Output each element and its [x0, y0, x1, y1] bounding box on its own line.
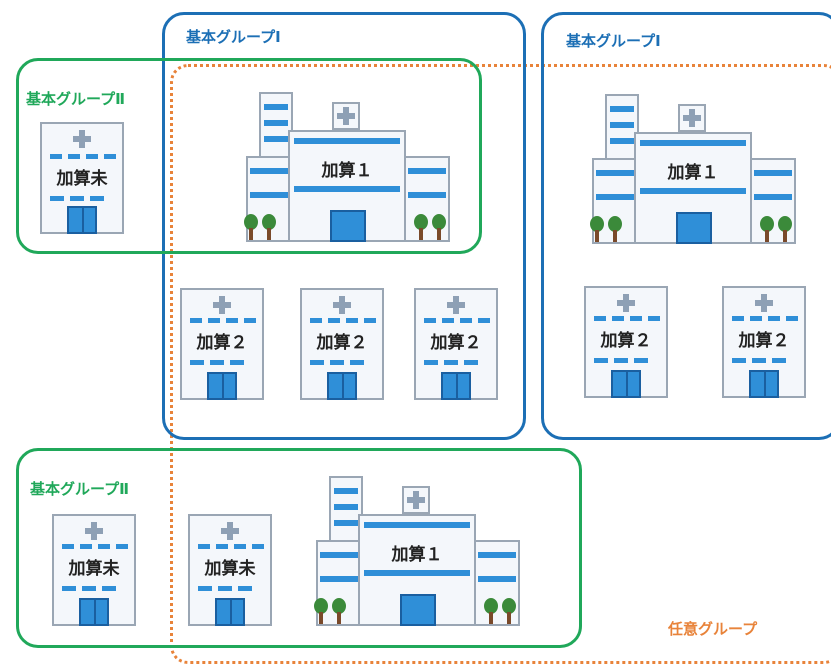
tree-icon [432, 214, 446, 240]
hospital-label: 加算２ [600, 331, 652, 351]
basic-group-2-top-label: 基本グループⅡ [26, 90, 125, 108]
hospital-sign [678, 104, 706, 132]
hospital-label: 加算未 [68, 559, 120, 579]
arbitrary-group-label: 任意グループ [668, 620, 758, 638]
hospital-cross-icon [683, 109, 701, 127]
tree-icon [608, 216, 622, 242]
tree-icon [314, 598, 328, 624]
hospital-sign [402, 486, 430, 514]
tree-icon [778, 216, 792, 242]
tree-icon [414, 214, 428, 240]
hospital-label: 加算２ [430, 333, 482, 353]
hospital-large: 加算１ [244, 82, 450, 242]
hospital-cross-icon [221, 522, 239, 540]
hospital-cross-icon [337, 107, 355, 125]
basic-group-1-left-label: 基本グループⅠ [186, 28, 281, 46]
hospital-label: 加算２ [738, 331, 790, 351]
tree-icon [484, 598, 498, 624]
tree-icon [244, 214, 258, 240]
tree-icon [332, 598, 346, 624]
hospital-label: 加算１ [667, 163, 719, 183]
hospital-large: 加算１ [590, 84, 796, 244]
hospital-cross-icon [407, 491, 425, 509]
basic-group-2-bottom-frame [16, 448, 582, 648]
hospital-label: 加算未 [204, 559, 256, 579]
hospital-cross-icon [85, 522, 103, 540]
basic-group-1-left-frame [162, 12, 526, 440]
basic-group-1-right-label: 基本グループⅠ [566, 32, 661, 50]
tree-icon [262, 214, 276, 240]
hospital-cross-icon [213, 296, 231, 314]
hospital-cross-icon [73, 130, 91, 148]
hospital-cross-icon [333, 296, 351, 314]
basic-group-1-right-frame [541, 12, 831, 440]
hospital-cross-icon [447, 296, 465, 314]
tree-icon [590, 216, 604, 242]
hospital-sign [332, 102, 360, 130]
hospital-label: 加算１ [391, 545, 443, 565]
hospital-cross-icon [617, 294, 635, 312]
tree-icon [760, 216, 774, 242]
hospital-label: 加算１ [321, 161, 373, 181]
tree-icon [502, 598, 516, 624]
basic-group-2-top-frame [16, 58, 482, 254]
hospital-cross-icon [755, 294, 773, 312]
basic-group-2-bottom-label: 基本グループⅡ [30, 480, 129, 498]
hospital-label: 加算未 [56, 169, 108, 189]
hospital-label: 加算２ [316, 333, 368, 353]
hospital-large: 加算１ [314, 466, 520, 626]
hospital-label: 加算２ [196, 333, 248, 353]
